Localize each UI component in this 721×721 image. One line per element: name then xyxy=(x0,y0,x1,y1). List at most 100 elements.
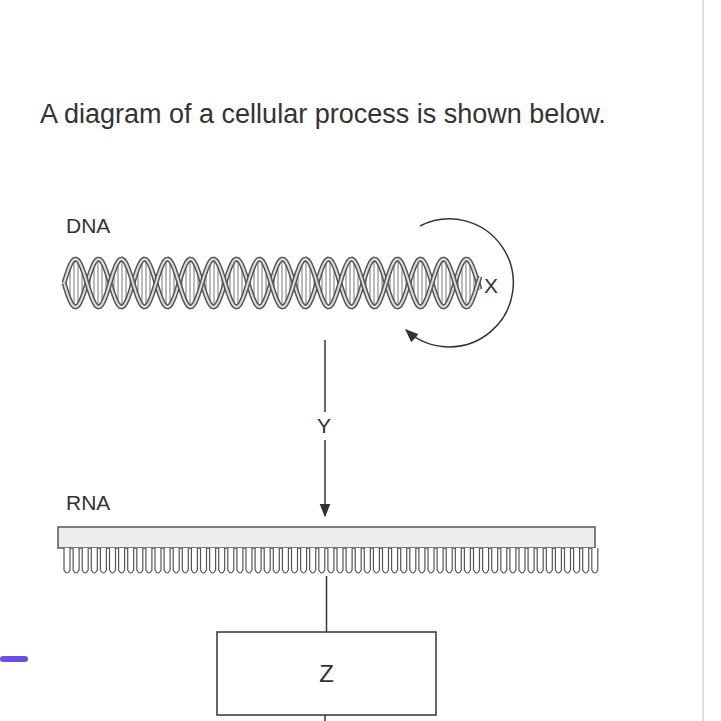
cycle-arrow xyxy=(406,219,513,347)
rna-base xyxy=(574,548,580,573)
base-pair xyxy=(306,259,307,307)
y-arrow-lower xyxy=(324,440,326,516)
base-pair xyxy=(166,260,167,307)
base-pair xyxy=(330,260,331,307)
base-pair xyxy=(146,260,147,307)
rna-base xyxy=(182,548,188,573)
rna-base xyxy=(128,548,134,573)
connector-line xyxy=(326,576,328,632)
rna-strand: RNA xyxy=(58,489,595,576)
rna-base xyxy=(264,548,270,573)
dna-strand-highlight xyxy=(64,259,480,307)
rna-base xyxy=(392,548,398,573)
base-pair xyxy=(74,260,75,307)
rna-base xyxy=(292,548,298,573)
rna-base xyxy=(464,548,470,573)
part-label: DNA xyxy=(64,214,112,238)
base-pair xyxy=(354,260,355,305)
rna-base xyxy=(555,548,561,573)
rna-base xyxy=(346,548,352,573)
base-pair xyxy=(418,260,419,305)
rna-base xyxy=(219,548,225,573)
rna-base xyxy=(301,548,307,573)
accent-bar xyxy=(0,656,28,662)
base-pair xyxy=(98,259,99,307)
rna-base xyxy=(501,548,507,573)
rna-base xyxy=(210,548,216,573)
page-divider xyxy=(702,0,704,721)
base-pair xyxy=(466,259,467,307)
rna-base xyxy=(173,548,179,573)
rna-base xyxy=(383,548,389,573)
rna-base xyxy=(201,548,207,573)
node-text: RNA xyxy=(66,491,110,515)
rna-base xyxy=(446,548,452,573)
rna-base xyxy=(510,548,516,573)
base-pair xyxy=(442,260,443,307)
rna-base xyxy=(273,548,279,573)
base-pair xyxy=(258,260,259,307)
rna-base xyxy=(437,548,443,573)
base-pair xyxy=(350,260,351,307)
rna-base xyxy=(583,548,589,573)
rna-base xyxy=(282,548,288,573)
rna-base xyxy=(483,548,489,573)
rna-base xyxy=(565,548,571,573)
rna-base xyxy=(110,548,116,573)
rna-base xyxy=(474,548,480,573)
rna-base xyxy=(328,548,334,573)
rna-base xyxy=(537,548,543,573)
rna-base xyxy=(64,548,70,573)
dna-strand xyxy=(64,259,480,307)
rna-base xyxy=(91,548,97,573)
base-pair xyxy=(190,259,191,307)
part-label: Y xyxy=(315,414,333,438)
base-pair xyxy=(398,259,399,307)
rna-base xyxy=(228,548,234,573)
rna-base xyxy=(146,548,152,573)
rna-base xyxy=(319,548,325,573)
base-pair xyxy=(78,260,79,305)
base-pair xyxy=(326,260,327,305)
base-pair xyxy=(142,260,143,305)
rna-bases xyxy=(64,548,598,573)
rna-base xyxy=(337,548,343,573)
base-pair xyxy=(214,259,215,307)
base-pair xyxy=(422,260,423,307)
rna-base xyxy=(428,548,434,573)
dna-strand xyxy=(64,259,480,307)
base-pair xyxy=(122,259,123,307)
product-box: Z xyxy=(217,632,436,715)
rna-base xyxy=(419,548,425,573)
rna-base xyxy=(73,548,79,573)
rna-base xyxy=(546,548,552,573)
rna-base xyxy=(100,548,106,573)
base-pair xyxy=(262,260,263,305)
rna-backbone xyxy=(58,527,595,548)
y-arrow-upper xyxy=(324,340,326,412)
rna-base xyxy=(255,548,261,573)
base-pair xyxy=(282,259,283,307)
rna-base xyxy=(455,548,461,573)
rna-base xyxy=(155,548,161,573)
base-pair xyxy=(234,260,235,305)
rna-base xyxy=(119,548,125,573)
rna-base xyxy=(373,548,379,573)
rna-base xyxy=(528,548,534,573)
question-text: A diagram of a cellular process is shown… xyxy=(40,90,615,138)
node-text: Z xyxy=(217,632,436,715)
base-pair xyxy=(446,260,447,305)
rna-base xyxy=(401,548,407,573)
rna-base xyxy=(364,548,370,573)
rna-base xyxy=(137,548,143,573)
part-label: X xyxy=(482,274,500,298)
rna-base xyxy=(592,548,598,573)
base-pair xyxy=(374,259,375,307)
z-outline xyxy=(217,632,436,715)
rna-base xyxy=(355,548,361,573)
rna-base xyxy=(492,548,498,573)
rna-base xyxy=(164,548,170,573)
rna-base xyxy=(410,548,416,573)
rna-base xyxy=(82,548,88,573)
rna-base xyxy=(237,548,243,573)
